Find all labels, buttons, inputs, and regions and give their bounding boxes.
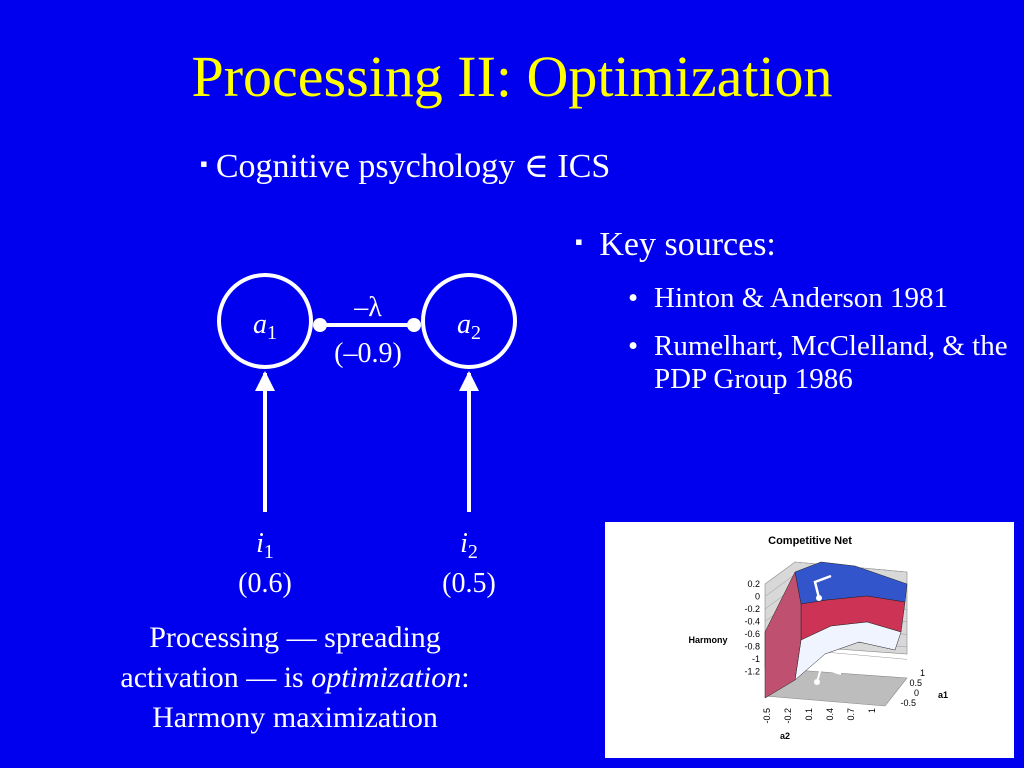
z-tick-label: -0.4 — [744, 616, 760, 626]
subtitle-prefix: Cognitive psychology — [215, 148, 516, 185]
z-tick-label: 0.2 — [747, 579, 760, 589]
z-tick-label: -0.8 — [744, 641, 760, 651]
connection-end-left-icon — [313, 318, 327, 332]
subtitle: ▪ Cognitive psychology ∈ ICS — [200, 150, 610, 184]
caption-line-2: activation — is optimization: — [120, 661, 470, 694]
square-bullet-icon: ▪ — [200, 151, 208, 176]
weight-value: (–0.9) — [334, 338, 402, 369]
optimization-trajectory-icon — [813, 574, 832, 599]
unit-a1-label: a1 — [253, 309, 277, 344]
subtitle-suffix: ICS — [557, 148, 611, 185]
harmony-surface — [764, 561, 908, 699]
x-tick-label: 0.4 — [825, 708, 835, 721]
x-axis-label: a2 — [780, 731, 790, 741]
source-item: Rumelhart, McClelland, & the PDP Group 1… — [628, 330, 1018, 396]
y-tick-label: 1 — [920, 668, 925, 678]
source-item: Hinton & Anderson 1981 — [628, 282, 1018, 315]
x-tick-label: -0.5 — [762, 708, 772, 724]
z-tick-label: 0 — [755, 591, 760, 601]
y-tick-label: 0.5 — [909, 678, 922, 688]
input-i2-label: i2 — [460, 528, 478, 563]
caption-line-1: Processing — spreading — [149, 621, 441, 654]
floor-trajectory-start-icon — [814, 679, 820, 685]
caption-line-3: Harmony maximization — [152, 701, 438, 734]
slide-title: Processing II: Optimization — [191, 44, 833, 109]
key-sources-heading: ▪ Key sources: — [575, 226, 776, 263]
floor-trajectory-icon — [816, 666, 842, 683]
input-i1-value: (0.6) — [238, 568, 292, 599]
y-tick-label: 0 — [914, 688, 919, 698]
sources-list: Hinton & Anderson 1981 Rumelhart, McClel… — [628, 282, 1018, 411]
unit-a2-node — [421, 273, 517, 369]
x-tick-label: 1 — [867, 708, 877, 713]
x-tick-label: -0.2 — [783, 708, 793, 724]
surface-plot-svg: Competitive Net Harmony a2 a1 0.2 0 -0.2 -0… — [688, 535, 948, 741]
grid-line — [764, 574, 796, 597]
input-i1-label: i1 — [256, 528, 274, 563]
input-i2-value: (0.5) — [442, 568, 496, 599]
connection-end-right-icon — [407, 318, 421, 332]
y-axis-label: a1 — [938, 690, 948, 700]
chart-title: Competitive Net — [768, 535, 852, 547]
harmony-surface-chart: Competitive Net Harmony a2 a1 0.2 0 -0.2 -0… — [605, 522, 1014, 758]
surface-side — [764, 571, 802, 699]
element-of-symbol: ∈ — [523, 148, 549, 185]
z-tick-label: -0.6 — [744, 629, 760, 639]
z-tick-label: -0.2 — [744, 604, 760, 614]
caption: Processing — spreading activation — is o… — [60, 618, 530, 738]
weight-symbol: –λ — [353, 292, 382, 323]
y-tick-label: -0.5 — [900, 698, 916, 708]
x-tick-label: 0.7 — [846, 708, 856, 721]
x-tick-label: 0.1 — [804, 708, 814, 721]
z-tick-label: -1 — [752, 654, 760, 664]
trajectory-start-icon — [816, 595, 822, 601]
surface-band-low — [794, 621, 902, 681]
unit-a2-label: a2 — [457, 309, 481, 344]
z-axis-label: Harmony — [688, 635, 727, 645]
unit-a1-node — [217, 273, 313, 369]
grid-line — [764, 561, 796, 585]
z-tick-label: -1.2 — [744, 666, 760, 676]
square-bullet-icon: ▪ — [575, 229, 583, 254]
